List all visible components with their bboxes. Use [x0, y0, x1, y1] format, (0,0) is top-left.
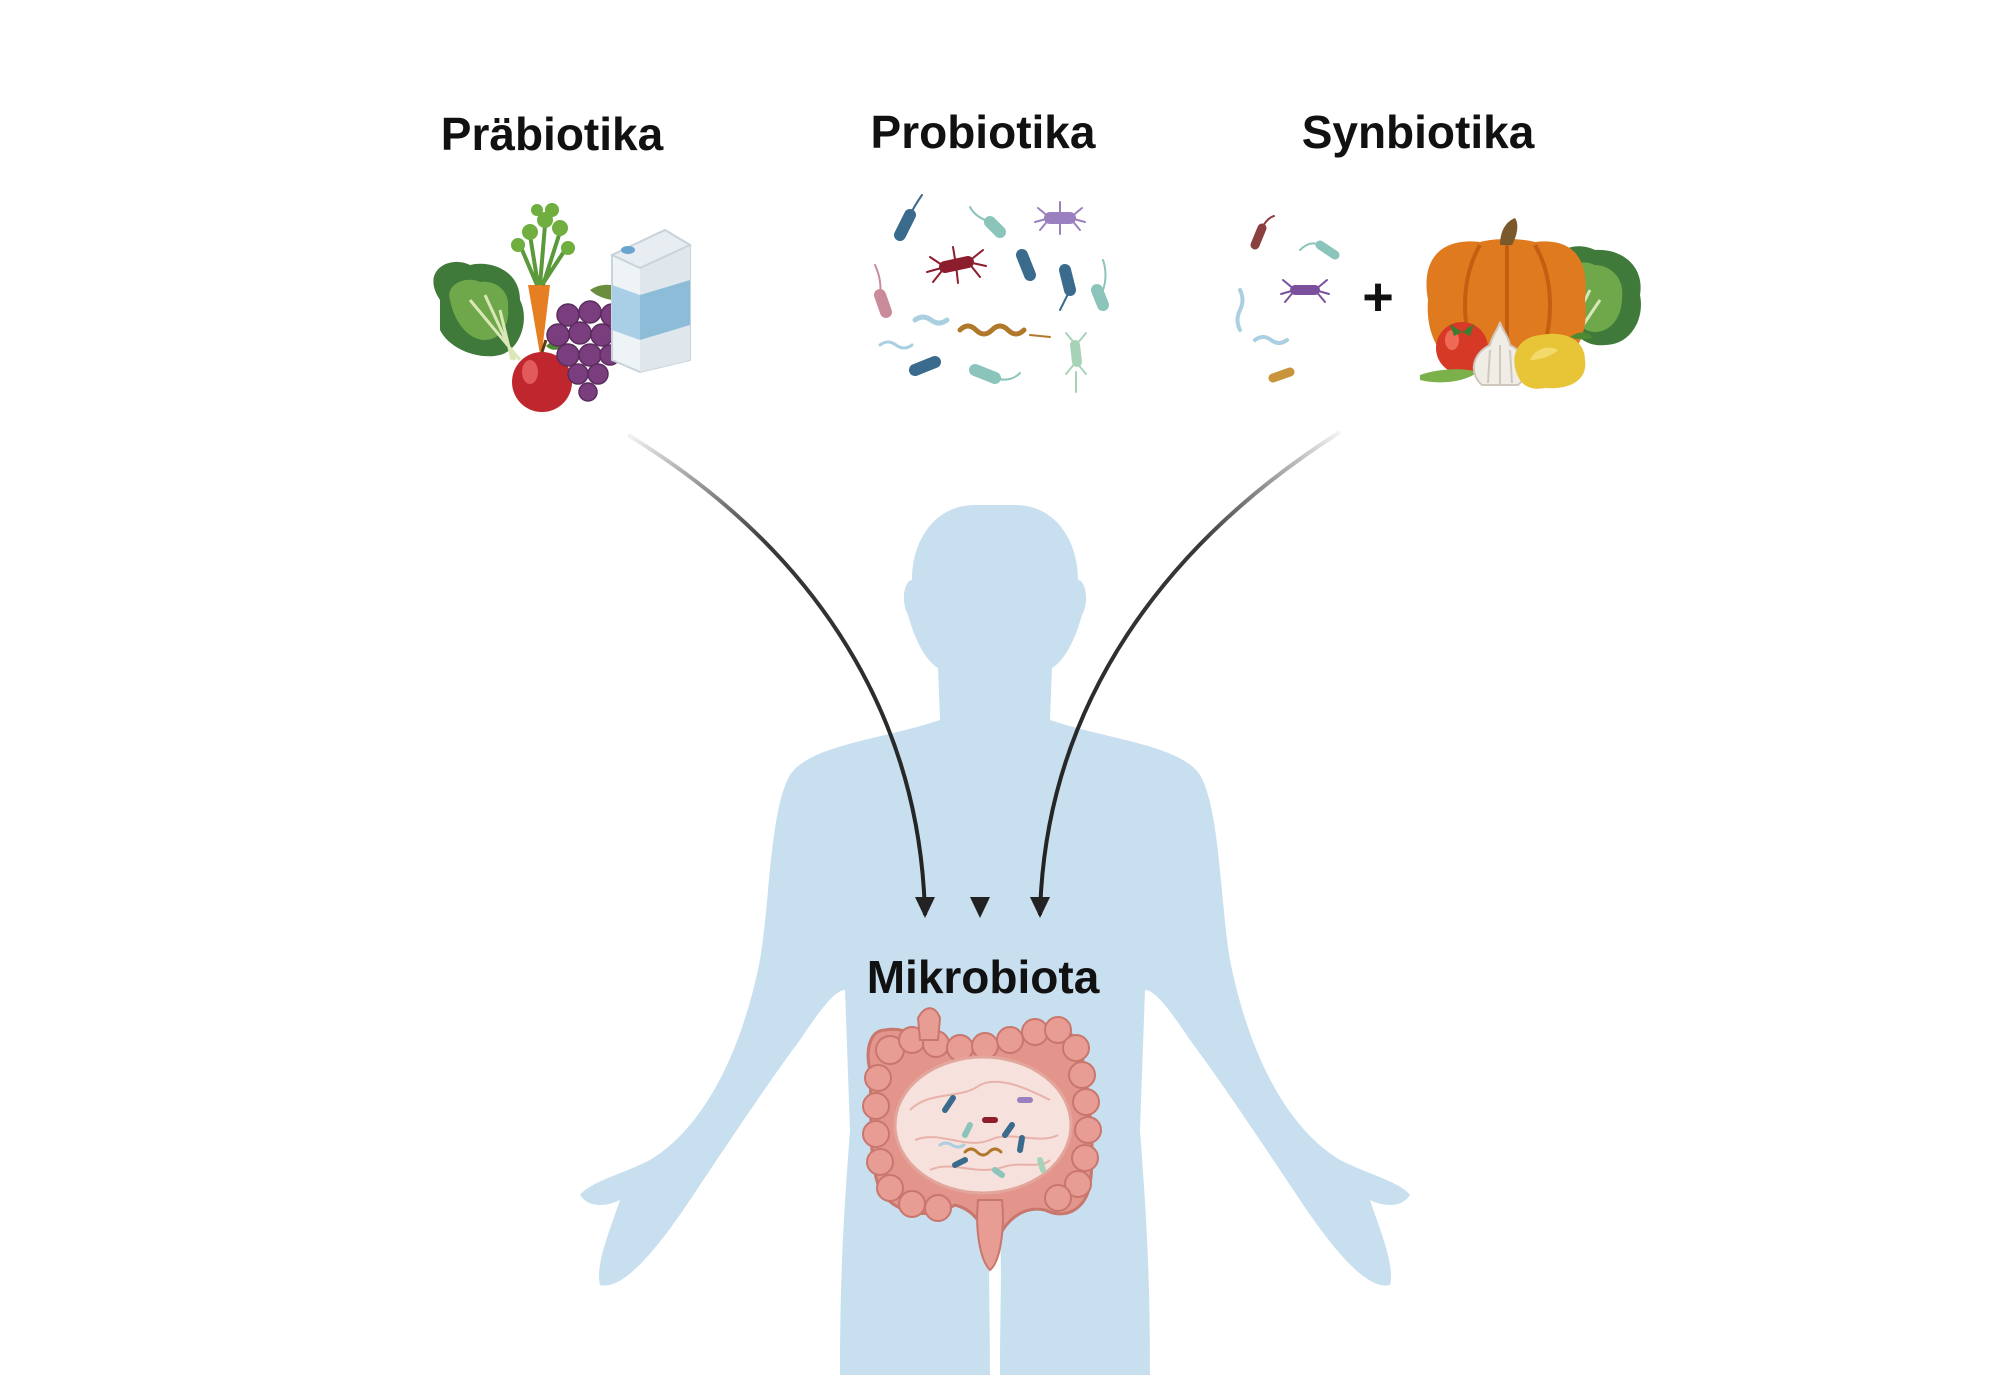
apple-icon	[512, 339, 572, 412]
synbiotics-label: Synbiotika	[1302, 106, 1535, 158]
pea-pod-icon	[1420, 369, 1478, 383]
arrow-prebiotics	[626, 433, 927, 916]
bell-pepper-icon	[1514, 332, 1592, 389]
intestine-icon	[862, 1007, 1102, 1272]
bacteria-icon	[1235, 215, 1340, 383]
prebiotics-foods	[433, 203, 693, 412]
bacteria-icon	[874, 194, 1109, 393]
microbiota-label: Mikrobiota	[867, 951, 1100, 1003]
milk-carton-icon	[609, 228, 693, 374]
arrowhead-synbiotics	[1030, 897, 1050, 918]
probiotics-label: Probiotika	[871, 106, 1096, 158]
prebiotics-label: Präbiotika	[441, 108, 664, 160]
human-silhouette-icon	[580, 505, 1410, 1375]
arrowhead-prebiotics	[915, 897, 935, 918]
kale-icon	[433, 261, 524, 361]
synbiotics-foods: +	[1235, 215, 1641, 389]
carrot-icon	[511, 203, 575, 360]
arrows	[626, 410, 1342, 918]
plus-sign: +	[1362, 267, 1394, 327]
arrow-synbiotics	[1038, 430, 1342, 916]
arrowhead-probiotics	[970, 897, 990, 918]
